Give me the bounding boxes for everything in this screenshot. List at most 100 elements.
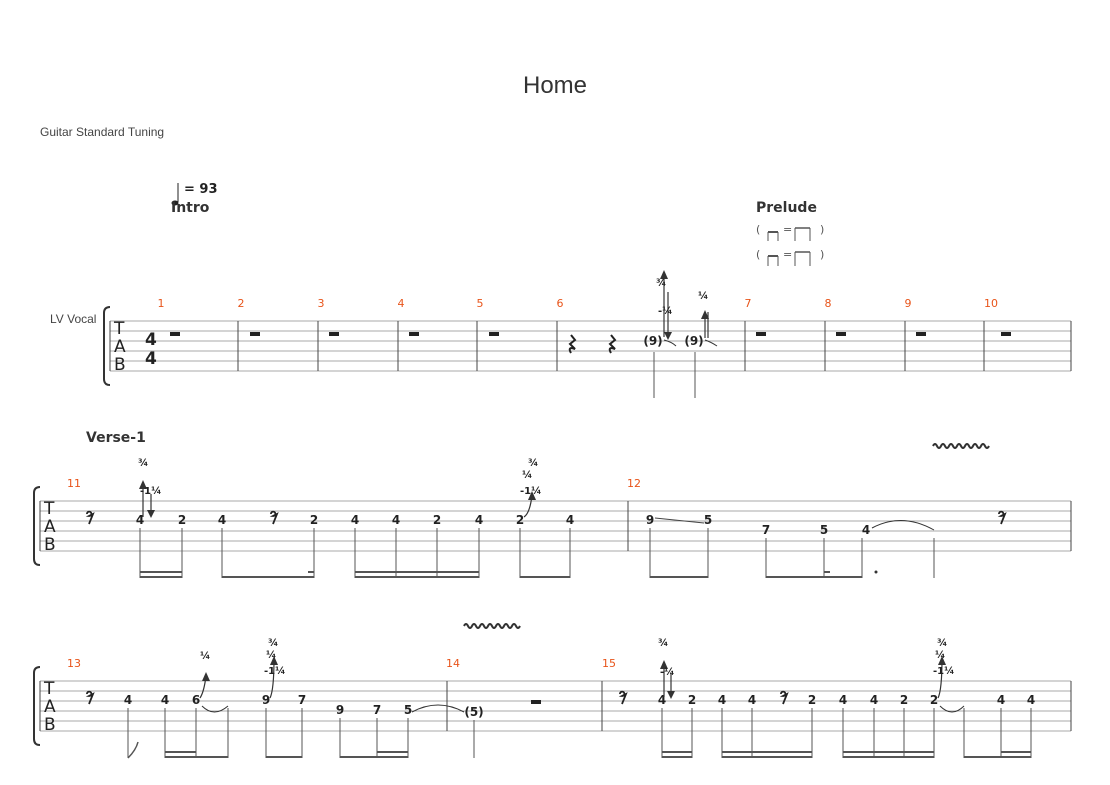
vibrato-mark (932, 443, 990, 449)
svg-text:¼: ¼ (935, 649, 945, 661)
measure-number: 14 (446, 657, 460, 670)
half-rest (531, 700, 541, 704)
svg-text:¾: ¾ (656, 278, 666, 289)
measure-11-bends: ¾ -1¼ ¾ ¼ -1¼ (138, 458, 541, 518)
section-intro: Intro (171, 200, 210, 216)
svg-text:-1¼: -1¼ (140, 485, 161, 497)
svg-text:¾: ¾ (937, 638, 947, 649)
svg-text:(5): (5) (464, 705, 483, 719)
svg-text:4: 4 (1027, 693, 1035, 707)
svg-text:7: 7 (373, 703, 381, 717)
svg-text:-¼: -¼ (660, 666, 675, 678)
svg-text:5: 5 (704, 513, 712, 527)
svg-text:2: 2 (808, 693, 816, 707)
measure-number: 8 (825, 297, 832, 310)
measure-number: 1 (158, 297, 165, 310)
svg-text:4: 4 (392, 513, 400, 527)
svg-text:-1¼: -1¼ (520, 485, 541, 497)
tab-clef-t: T (113, 319, 125, 339)
svg-text:4: 4 (658, 693, 666, 707)
svg-text:4: 4 (862, 523, 870, 537)
tuning-label: Guitar Standard Tuning (40, 125, 165, 139)
swing-notation: ( = ) ( = ) (756, 223, 824, 266)
svg-text:4: 4 (351, 513, 359, 527)
svg-text:2: 2 (930, 693, 938, 707)
svg-text:T: T (43, 679, 55, 699)
tab-clef-b: B (114, 355, 126, 375)
svg-text:¼: ¼ (200, 650, 210, 662)
svg-text:¼: ¼ (266, 649, 276, 661)
measure-number: 13 (67, 657, 81, 670)
svg-text:2: 2 (900, 693, 908, 707)
vibrato-mark (463, 623, 521, 629)
measure-number: 7 (745, 297, 752, 310)
svg-text:¼: ¼ (522, 469, 532, 481)
tab-system-3: T A B 13 14 15 4 4 6 9 7 9 7 5 (5) 4 2 4 4 2 4 … (33, 623, 1072, 759)
svg-text:-1¼: -1¼ (933, 665, 954, 677)
svg-text:A: A (44, 517, 56, 537)
svg-text:5: 5 (404, 703, 412, 717)
quarter-rest (608, 334, 616, 354)
svg-text:(: ( (756, 248, 760, 261)
measure-number: 3 (318, 297, 325, 310)
svg-text:(9): (9) (643, 334, 662, 348)
svg-text:4: 4 (870, 693, 878, 707)
svg-text:7: 7 (762, 523, 770, 537)
svg-text:4: 4 (748, 693, 756, 707)
svg-text:2: 2 (688, 693, 696, 707)
svg-text:): ) (820, 248, 824, 261)
tab-clef-a: A (114, 337, 126, 357)
svg-text:9: 9 (336, 703, 344, 717)
svg-text:4: 4 (997, 693, 1005, 707)
svg-text:¾: ¾ (658, 638, 668, 649)
svg-text:9: 9 (646, 513, 654, 527)
svg-text:4: 4 (839, 693, 847, 707)
svg-text:T: T (43, 499, 55, 519)
svg-text:-1¼: -1¼ (264, 665, 285, 677)
system-3-bends: ¼ ¾ ¼ -1¼ ¾ -¼ ¾ ¼ -1¼ (199, 638, 954, 699)
svg-text:(9): (9) (684, 334, 703, 348)
svg-text:2: 2 (516, 513, 524, 527)
section-prelude: Prelude (756, 200, 817, 216)
section-verse-1: Verse-1 (86, 430, 146, 446)
measure-number: 10 (984, 297, 998, 310)
svg-text:4: 4 (136, 513, 144, 527)
svg-text:(: ( (756, 223, 760, 236)
svg-text:4: 4 (566, 513, 574, 527)
measure-number: 2 (238, 297, 245, 310)
song-title: Home (522, 72, 588, 99)
measure-number: 15 (602, 657, 616, 670)
svg-text:): ) (820, 223, 824, 236)
svg-text:B: B (44, 715, 56, 735)
svg-text:¼: ¼ (698, 290, 708, 302)
svg-text:9: 9 (262, 693, 270, 707)
measure-number: 5 (477, 297, 484, 310)
svg-text:¾: ¾ (268, 638, 278, 649)
svg-text:4: 4 (124, 693, 132, 707)
measure-15-frets: 4 2 4 4 2 4 4 2 2 4 4 (658, 693, 1035, 707)
svg-text:4: 4 (218, 513, 226, 527)
svg-text:4: 4 (475, 513, 483, 527)
measure-number: 4 (398, 297, 405, 310)
svg-text:¾: ¾ (138, 458, 148, 469)
measure-number: 9 (905, 297, 912, 310)
svg-text:A: A (44, 697, 56, 717)
tempo-marking: = 93 (184, 182, 218, 197)
measure-number: 12 (627, 477, 641, 490)
svg-text:¾: ¾ (528, 458, 538, 469)
svg-text:2: 2 (433, 513, 441, 527)
svg-text:6: 6 (192, 693, 200, 707)
time-signature-bottom: 4 (145, 349, 157, 369)
measure-6-notes: (9) (9) ¾ -¼ ¼ (643, 270, 718, 398)
time-signature-top: 4 (145, 330, 157, 350)
measure-number: 6 (557, 297, 564, 310)
measure-number: 11 (67, 477, 81, 490)
svg-text:4: 4 (718, 693, 726, 707)
svg-text:7: 7 (298, 693, 306, 707)
instrument-label: LV Vocal (50, 312, 97, 326)
